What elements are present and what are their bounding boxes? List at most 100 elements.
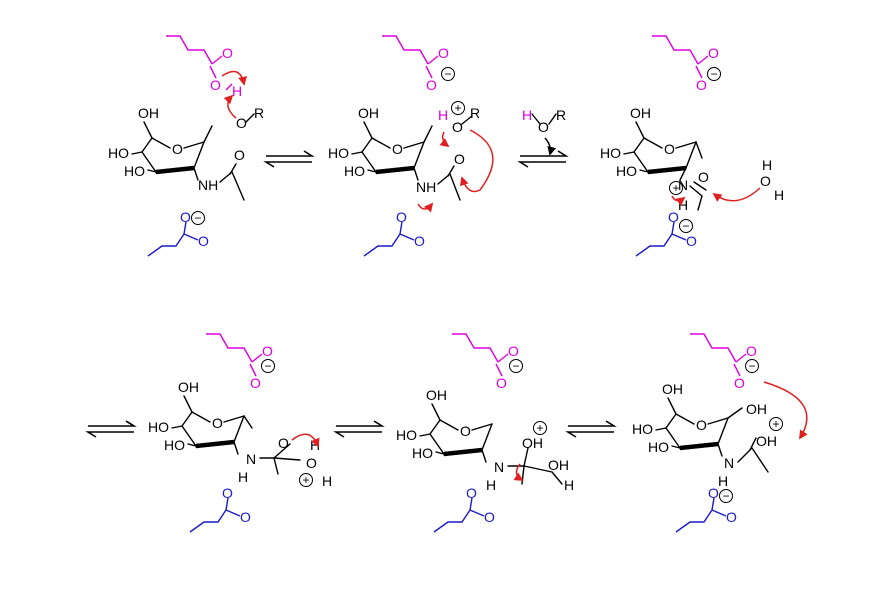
c-eq-n — [689, 185, 703, 211]
ring-front-bond — [443, 447, 483, 457]
acid-top-1: OO — [166, 35, 233, 93]
ring-oxygen: O — [696, 417, 707, 433]
charge-minus-3b-circle — [679, 219, 693, 233]
oxonium-h: H — [438, 107, 448, 123]
glycosidic-oxygen: O — [236, 115, 247, 131]
charge-plus-6-circle — [769, 417, 783, 431]
c4-hydroxyl: HO — [108, 145, 129, 161]
acid-top-2-co-bond — [427, 55, 439, 65]
charge-minus-3a-circle — [707, 67, 721, 81]
charge-minus-2a-circle — [441, 67, 455, 81]
acid-top-3-o1: O — [708, 45, 719, 61]
ch2-bond — [635, 121, 645, 139]
acid-bottom-3-o1: O — [668, 209, 679, 225]
arrow-proton-1 — [221, 70, 247, 86]
acid-top-3-chain — [652, 35, 699, 65]
ring-front-bond — [195, 439, 235, 449]
ring-bond-o-c1 — [183, 141, 205, 149]
ring-o2: O — [278, 435, 289, 451]
anomeric-bond — [727, 407, 743, 419]
acid-proton: H — [232, 83, 242, 99]
c6-hydroxyl: OH — [426, 387, 447, 403]
charge-minus-1-sign: − — [194, 211, 201, 225]
charge-plus-5-sign: + — [536, 421, 543, 435]
ring-bond-o-c1 — [707, 417, 729, 425]
acid-top-4-o2: O — [250, 375, 261, 391]
c4-oh-bond — [623, 151, 635, 155]
amide-nh: NH — [416, 179, 436, 195]
acid-top-1-o2: O — [210, 77, 221, 93]
charge-minus-2a: − — [441, 67, 455, 81]
c4-oh-bond — [655, 427, 667, 431]
equilibrium-arrow-2 — [517, 150, 569, 168]
acid-bottom-6-co2-bond — [711, 509, 727, 517]
charge-minus-3b-sign: − — [682, 219, 689, 233]
acid-top-6-chain — [690, 333, 737, 363]
acid-top-4-co-bond — [251, 353, 263, 363]
ring-bond-c1-c2 — [413, 141, 425, 169]
ring-bond-o-c1 — [471, 423, 493, 431]
c4-oh-bond — [171, 425, 183, 429]
water-h2: H — [774, 187, 784, 203]
charge-plus-2: + — [451, 101, 465, 115]
acid-oh-bond — [225, 83, 233, 91]
n-h: H — [238, 469, 248, 485]
acetyl-bond — [737, 447, 769, 473]
charge-minus-5a: − — [509, 359, 523, 373]
charge-plus-4-circle — [299, 473, 313, 487]
ring-bond-c4-c3 — [429, 433, 445, 455]
charge-minus-6b-circle — [719, 489, 733, 503]
c2-n-bond — [233, 441, 239, 455]
ring-front-bond — [375, 165, 415, 175]
ch2-bond — [363, 121, 373, 139]
c2-n-bond — [717, 443, 723, 457]
ring-oxygen: O — [664, 141, 675, 157]
acid-bottom-5-co-bond — [469, 497, 473, 511]
charge-minus-4a-circle — [261, 359, 275, 373]
oxonium-h2: H — [322, 473, 332, 489]
acid-bottom-4-o1: O — [222, 485, 233, 501]
c4-hydroxyl: HO — [600, 145, 621, 161]
charge-plus-6: + — [769, 417, 783, 431]
acid-bottom-2-co-bond — [399, 221, 403, 235]
ch2-bond — [431, 403, 441, 421]
hemi-oh: OH — [522, 435, 543, 451]
amide-nh: NH — [198, 177, 218, 193]
acid-top-5-o1: O — [508, 343, 519, 359]
glycosidic-oxygen: O — [452, 119, 463, 135]
c1-o-bond — [243, 415, 253, 429]
c3-hydroxyl: HO — [616, 163, 637, 179]
equilibrium-arrow-4 — [333, 420, 385, 438]
c3-hydroxyl: HO — [124, 163, 145, 179]
acid-top-2-o1: O — [438, 45, 449, 61]
acid-bottom-2-chain — [363, 233, 401, 257]
acid-bottom-3: OO — [635, 209, 697, 257]
acid-bottom-6: OO — [675, 485, 737, 533]
charge-minus-3a-sign: − — [710, 67, 717, 81]
ch2-bond — [143, 121, 153, 139]
acid-top-4-chain — [206, 333, 253, 363]
acid-top-6: OO — [690, 333, 757, 391]
r-group: R — [254, 105, 264, 121]
c3-oh-bond — [671, 445, 681, 449]
acid-top-3-co-bond — [697, 55, 709, 65]
acid-bottom-2: OO — [363, 209, 425, 257]
amine-n: N — [494, 459, 504, 475]
acid-bottom-3-co2-bond — [671, 233, 687, 241]
c4-hydroxyl: HO — [632, 421, 653, 437]
charge-minus-4a: − — [261, 359, 275, 373]
acid-bottom-4-chain — [189, 509, 227, 533]
acid-bottom-3-o2: O — [686, 233, 697, 249]
acid-bottom-1-co-bond — [183, 221, 187, 235]
c-oh2 — [273, 457, 301, 461]
oxazoline-o-bond — [695, 141, 703, 159]
charge-minus-6b-sign: − — [722, 489, 729, 503]
glycosidic-bond — [423, 125, 433, 143]
c3-oh-bond — [187, 443, 197, 447]
water-h1: H — [762, 157, 772, 173]
charge-minus-4a-sign: − — [264, 359, 271, 373]
charge-minus-1: − — [191, 211, 205, 225]
methyl — [273, 457, 279, 475]
c2-n-bond — [679, 167, 687, 181]
